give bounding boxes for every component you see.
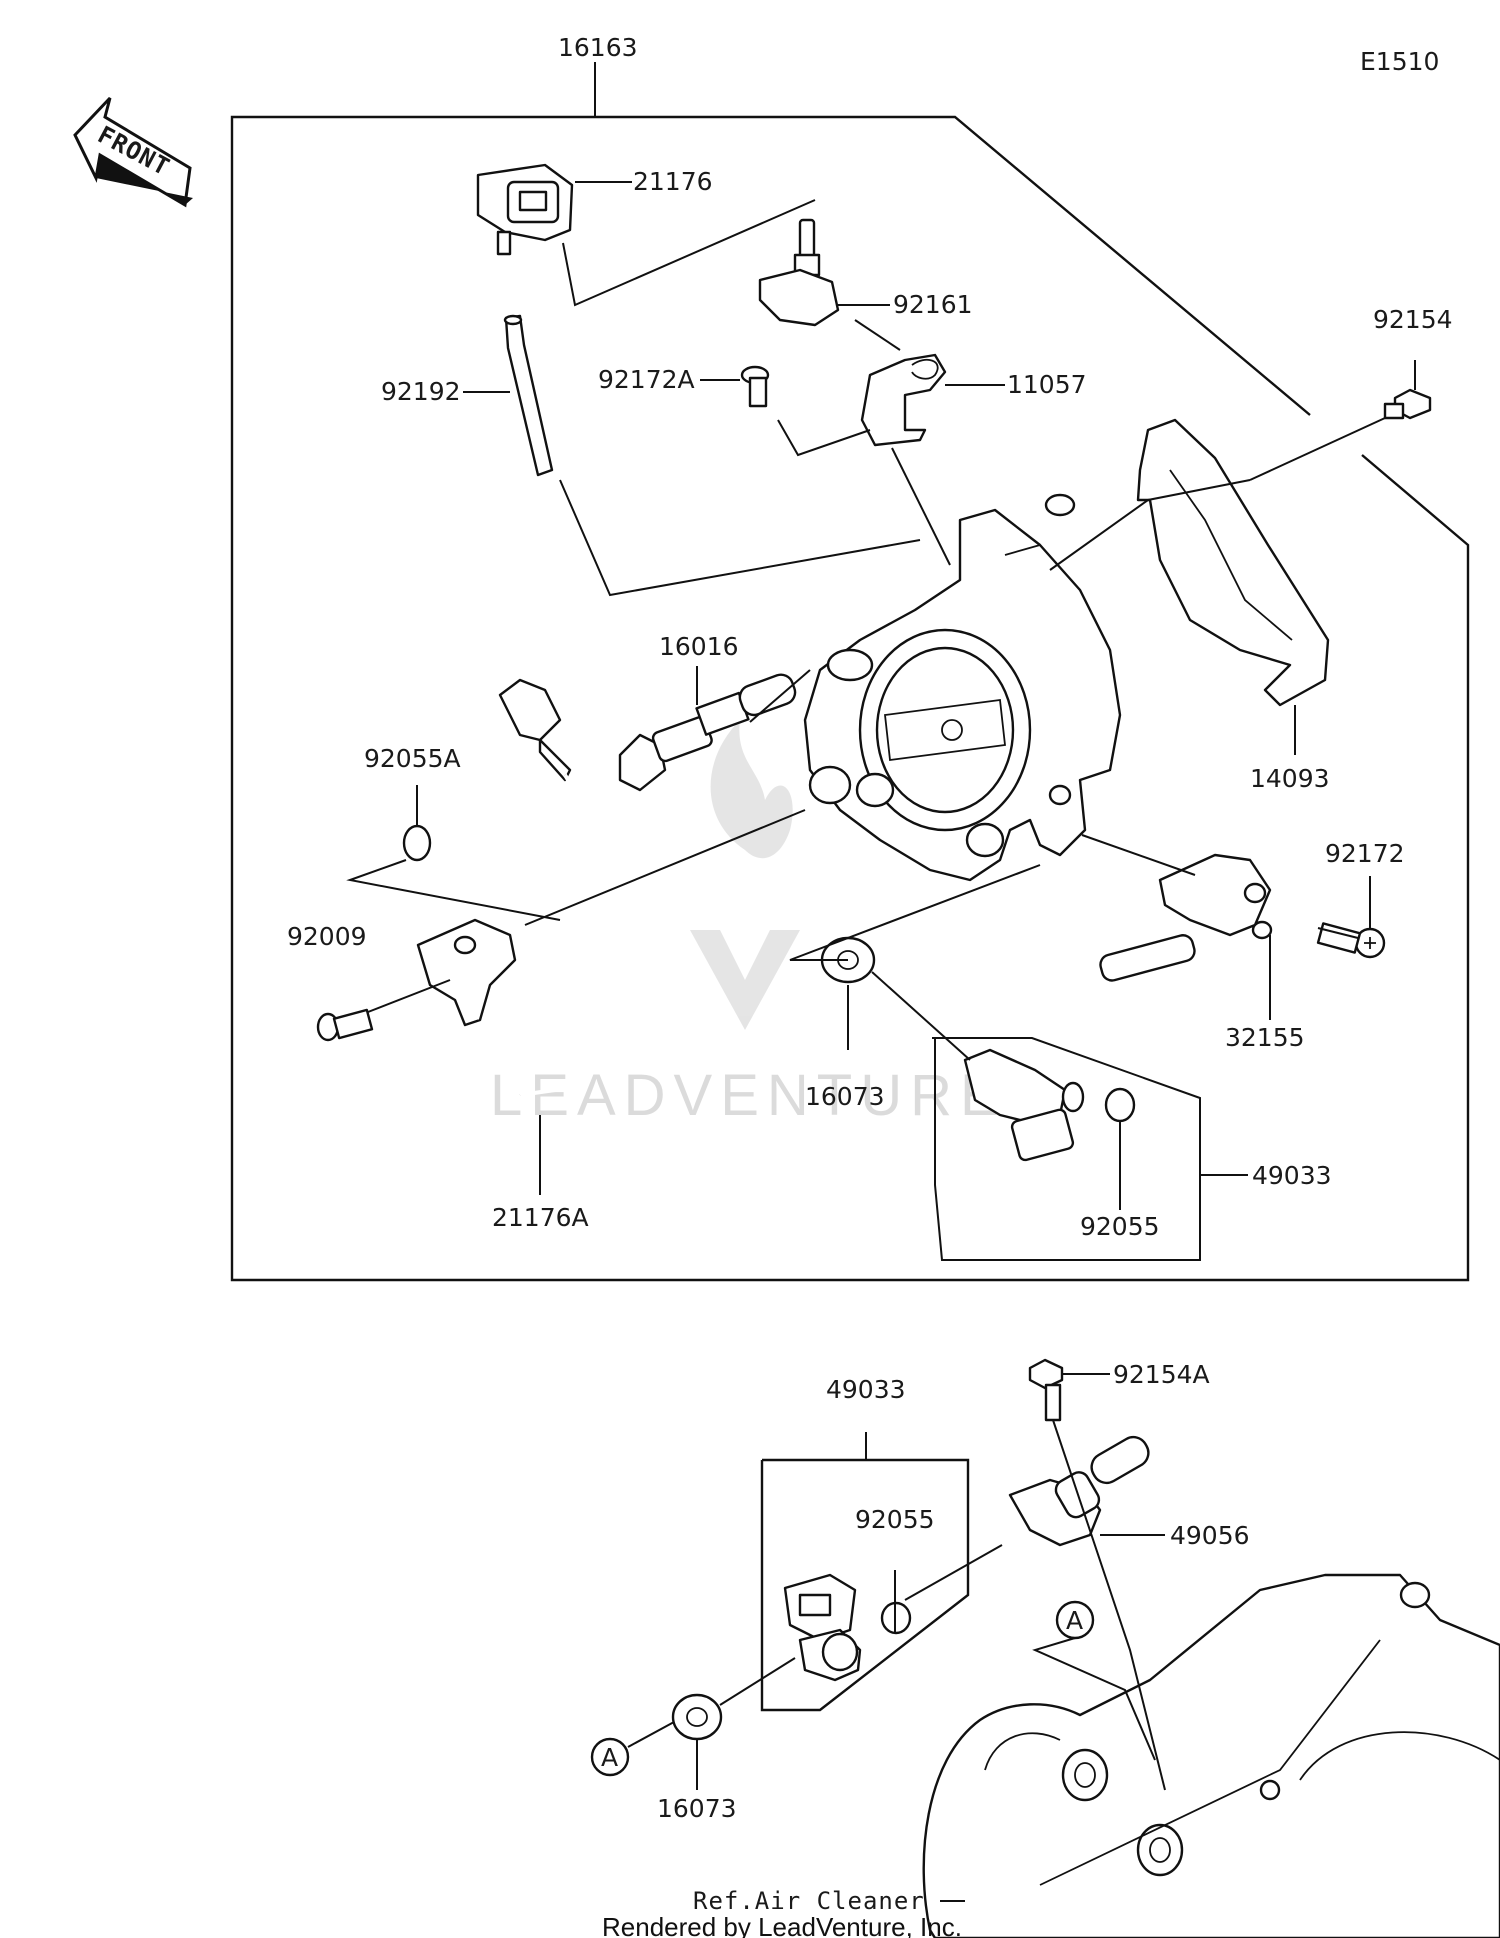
label-92154: 92154 [1373,305,1453,334]
fitting-92161 [758,218,840,327]
cover-14093 [1136,418,1330,707]
air-cleaner-housing [922,1573,1500,1938]
credit-text: Rendered by LeadVenture, Inc. [602,1912,962,1938]
o-ring-92055 [1104,1087,1136,1123]
injector-49033 [963,1048,1085,1162]
callout-a-upper-text: A [1066,1606,1083,1635]
bracket-32155 [1099,853,1273,982]
bracket-11057 [860,353,947,447]
label-92055-lower: 92055 [855,1505,935,1534]
front-arrow-icon: FRONT [73,96,193,208]
screw-92009 [316,1008,374,1042]
part-labels: 16163 21176 92161 92192 92172A 11057 921… [287,33,1453,1823]
label-16016: 16016 [659,632,739,661]
fuel-pipe-49056 [1008,1435,1150,1547]
label-21176: 21176 [633,167,713,196]
callout-a-lower: A [590,1737,630,1777]
label-92009: 92009 [287,922,367,951]
label-16163: 16163 [558,33,638,62]
label-92192: 92192 [381,377,461,406]
valve-16016 [618,673,797,792]
callout-a-upper: A [1055,1600,1095,1640]
leader-lines [346,181,1416,1902]
diagram-code: E1510 [1360,47,1439,76]
o-ring-92055A [402,824,432,862]
callout-a-lower-text: A [601,1743,618,1772]
label-11057: 11057 [1007,370,1087,399]
label-92055A: 92055A [364,744,461,773]
screw-92172A [740,365,770,408]
injector-49033-lower [783,1573,862,1682]
label-32155: 32155 [1225,1023,1305,1052]
hose-92192 [503,314,554,477]
screw-92172 [1316,922,1386,959]
label-92055: 92055 [1080,1212,1160,1241]
lower-group-frame [760,1458,970,1712]
bolt-92154 [1383,388,1432,420]
label-92154A: 92154A [1113,1360,1210,1389]
assembly-frame [230,62,1470,1282]
sensor-21176 [476,163,574,256]
bolt-92154A [1028,1358,1064,1422]
label-49033-lower: 49033 [826,1375,906,1404]
grommet-16073-lower [671,1693,723,1741]
label-21176A: 21176A [492,1203,589,1232]
sensor-21176A [416,678,618,1097]
label-16073-lower: 16073 [657,1794,737,1823]
throttle-body [803,493,1122,882]
reference-note: Ref.Air Cleaner [693,1887,925,1915]
label-14093: 14093 [1250,764,1330,793]
label-92172A: 92172A [598,365,695,394]
label-49056: 49056 [1170,1521,1250,1550]
label-92161: 92161 [893,290,973,319]
label-16073: 16073 [805,1082,885,1111]
watermark-text: LEADVENTURE [490,1063,1007,1128]
label-92172: 92172 [1325,839,1405,868]
label-49033: 49033 [1252,1161,1332,1190]
